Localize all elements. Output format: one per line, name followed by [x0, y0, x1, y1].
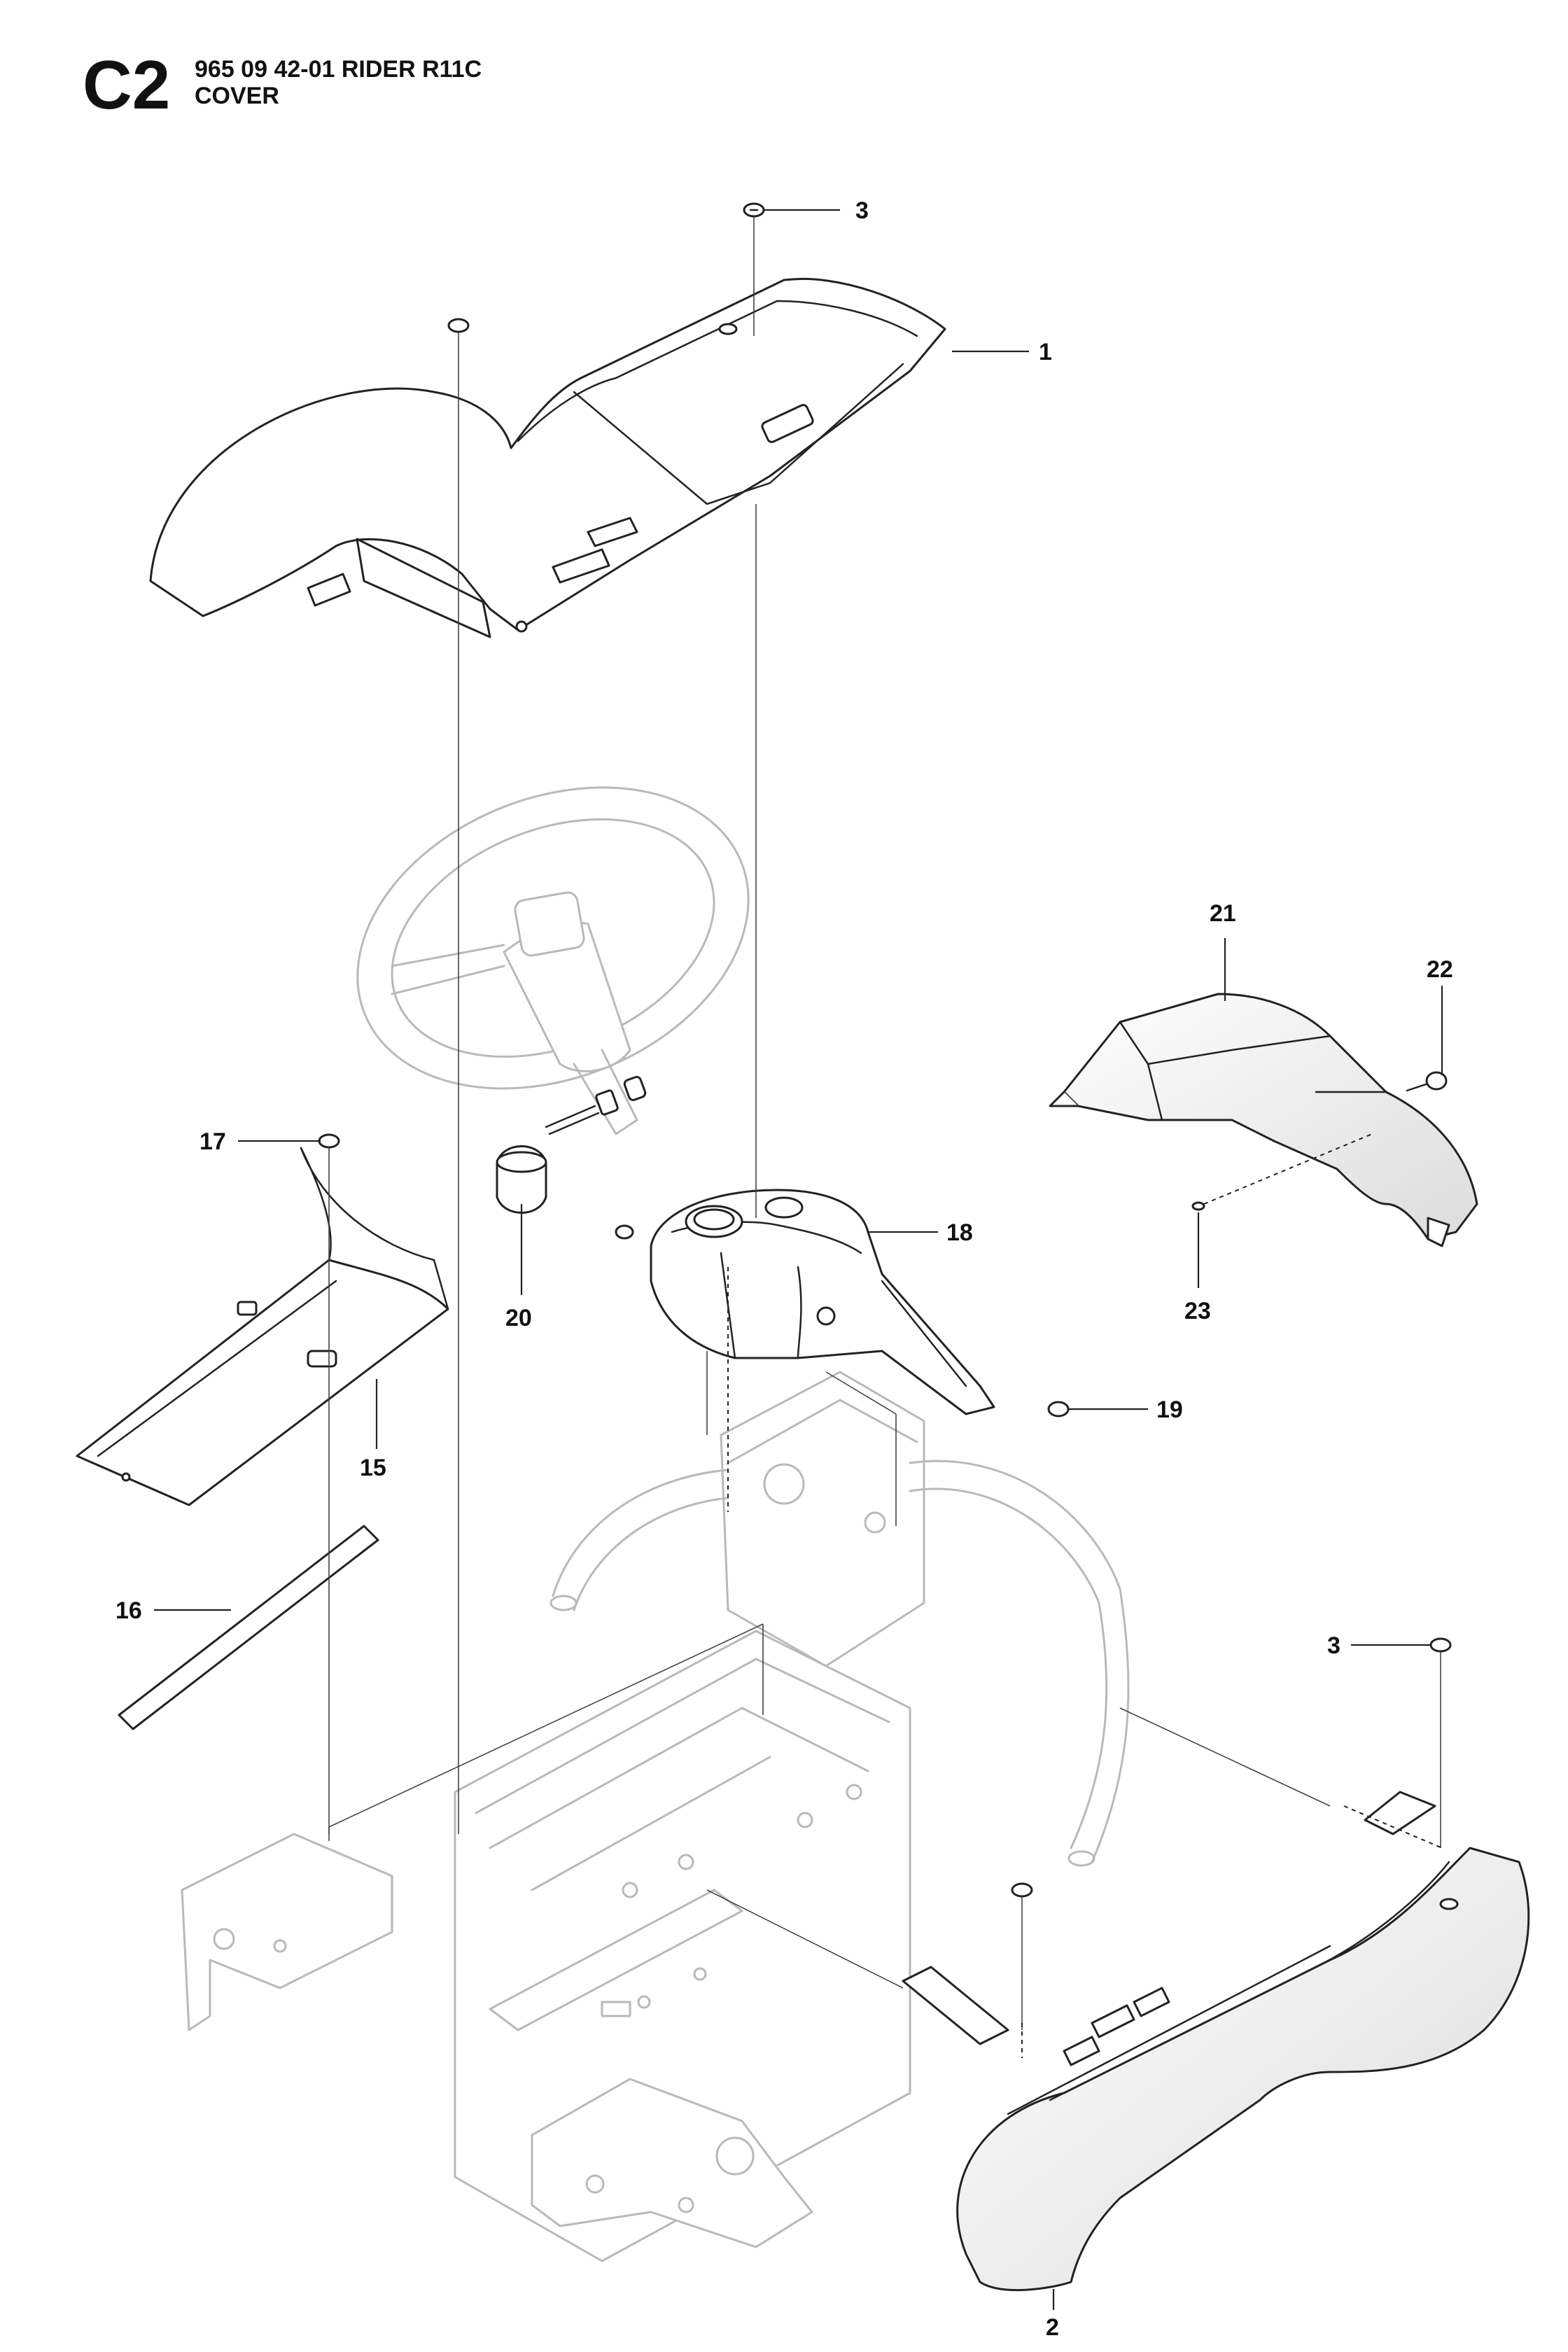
fasteners — [318, 202, 1452, 1898]
part-1-rear-fender — [149, 277, 946, 638]
part-2-front-fender — [902, 1791, 1530, 2292]
callout-3-top: 3 — [855, 197, 869, 224]
part-16-strip — [118, 1525, 379, 1730]
callout-23: 23 — [1184, 1298, 1211, 1324]
callout-22: 22 — [1427, 956, 1453, 983]
callout-17: 17 — [200, 1128, 226, 1155]
part-15-side-panel — [76, 1147, 449, 1506]
callout-18: 18 — [946, 1219, 973, 1246]
callout-16: 16 — [115, 1597, 142, 1624]
callout-3-right: 3 — [1327, 1632, 1340, 1659]
callout-21: 21 — [1210, 900, 1236, 927]
leader-lines — [154, 209, 1443, 2310]
assembly-lines — [328, 217, 1443, 2058]
callout-15: 15 — [360, 1455, 386, 1481]
part-18-column-cover — [650, 1189, 995, 1415]
callout-20: 20 — [505, 1305, 532, 1331]
callout-19: 19 — [1156, 1396, 1183, 1423]
group-name: COVER — [195, 83, 279, 109]
section-code: C2 — [83, 46, 171, 123]
callout-2: 2 — [1046, 2314, 1059, 2341]
callout-1: 1 — [1039, 339, 1052, 365]
ghost-steering-wheel — [356, 786, 750, 1135]
model-part-number: 965 09 42-01 RIDER R11C — [195, 56, 482, 83]
ghost-chassis-frame — [181, 1371, 1130, 2262]
part-20-cap — [496, 1075, 647, 1214]
part-21-cover — [1049, 993, 1478, 1247]
